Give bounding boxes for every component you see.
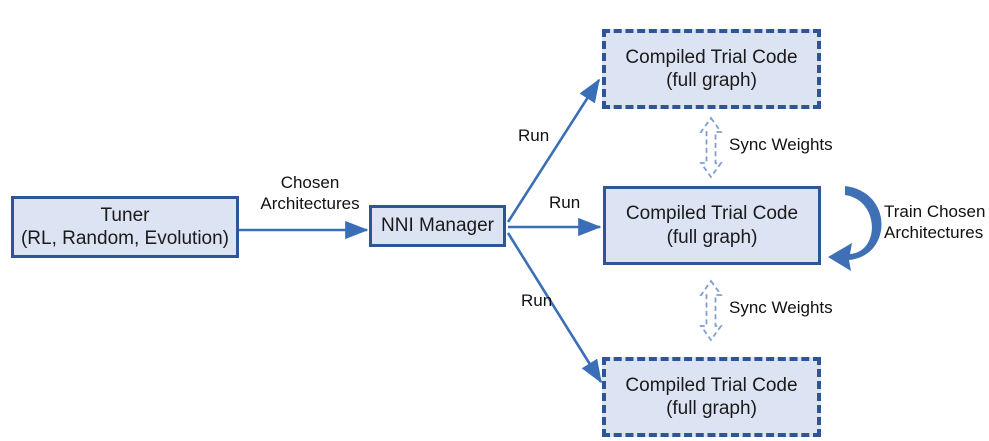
edge-label-run-top: Run bbox=[518, 126, 550, 145]
node-tuner[interactable]: Tuner (RL, Random, Evolution) bbox=[11, 196, 239, 258]
node-trial-code-top[interactable]: Compiled Trial Code (full graph) bbox=[602, 29, 821, 109]
edge-label-chosen-architectures-line1: Chosen bbox=[280, 173, 340, 192]
edge-label-train-chosen-architectures: Train Chosen Architectures bbox=[884, 201, 989, 244]
edge-label-run-middle: Run bbox=[549, 193, 581, 212]
edge-label-chosen-architectures-line2: Architectures bbox=[260, 194, 360, 214]
connector-manager-to-trial-bottom bbox=[506, 232, 603, 384]
node-trial-code-bottom-line1: Compiled Trial Code bbox=[625, 374, 798, 396]
node-trial-code-bottom-line2: (full graph) bbox=[666, 398, 757, 419]
connector-manager-to-trial-top bbox=[506, 78, 601, 223]
node-trial-code-top-line2: (full graph) bbox=[666, 70, 757, 91]
train-loop-arrow bbox=[828, 186, 882, 271]
node-nni-manager[interactable]: NNI Manager bbox=[369, 205, 506, 247]
sync-weights-arrow-top bbox=[699, 116, 723, 179]
edge-label-chosen-architectures: Chosen Architectures bbox=[255, 172, 365, 215]
edge-label-run-bottom: Run bbox=[521, 291, 553, 310]
node-tuner-line1: Tuner bbox=[100, 204, 150, 226]
node-trial-code-middle[interactable]: Compiled Trial Code (full graph) bbox=[603, 186, 821, 265]
node-trial-code-middle-line2: (full graph) bbox=[666, 226, 758, 248]
edge-label-sync-weights-top: Sync Weights bbox=[729, 135, 833, 154]
node-trial-code-top-line1: Compiled Trial Code bbox=[625, 46, 798, 68]
edge-label-train-chosen-architectures-line1: Train Chosen bbox=[884, 202, 986, 221]
node-trial-code-bottom[interactable]: Compiled Trial Code (full graph) bbox=[602, 357, 821, 437]
edge-label-train-chosen-architectures-line2: Architectures bbox=[884, 223, 984, 243]
node-nni-manager-line1: NNI Manager bbox=[381, 215, 494, 237]
sync-weights-arrow-bottom bbox=[699, 279, 723, 342]
edge-label-sync-weights-bottom: Sync Weights bbox=[729, 298, 833, 317]
node-tuner-line2: (RL, Random, Evolution) bbox=[20, 228, 230, 249]
node-trial-code-middle-line1: Compiled Trial Code bbox=[625, 203, 799, 225]
